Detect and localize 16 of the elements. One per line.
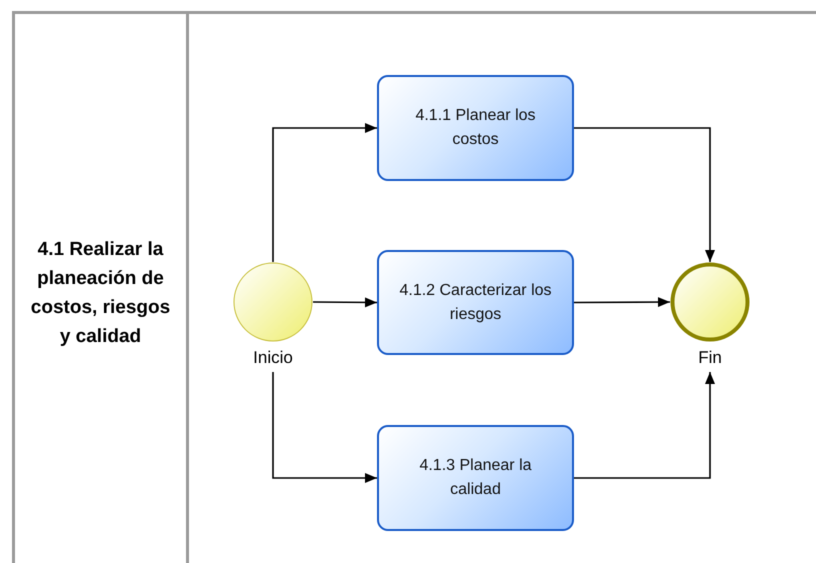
task-label: 4.1.1 Planear los costos (414, 106, 537, 150)
task-box (377, 250, 574, 355)
event-label: Inicio (252, 348, 294, 368)
task-box (377, 425, 574, 531)
task-label: 4.1.3 Planear la calidad (418, 456, 533, 500)
task-label: 4.1.2 Caracterizar los riesgos (398, 280, 553, 324)
arrow (574, 127, 715, 262)
arrow (574, 297, 670, 308)
arrow (313, 297, 377, 308)
lane-title: 4.1 Realizar la planeación de costos, riesgos y calidad (30, 238, 172, 348)
pool-lane (12, 11, 816, 563)
event-label: Fin (697, 348, 723, 368)
arrow (272, 123, 377, 262)
arrow (574, 372, 715, 479)
arrow (272, 372, 377, 483)
task-box (377, 75, 574, 181)
